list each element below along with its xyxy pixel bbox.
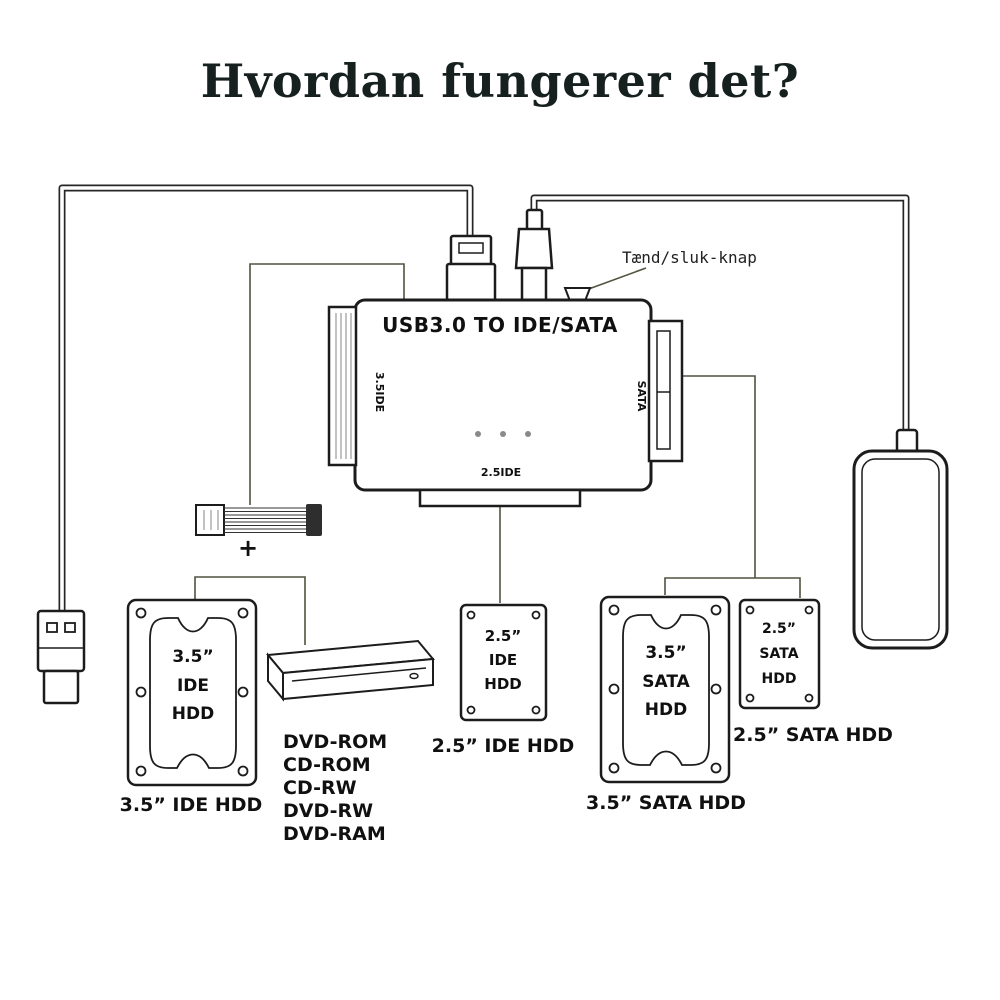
hdd-35-ide-labels: 3.5” IDE HDD xyxy=(172,647,214,724)
hdd-bus-label: SATA xyxy=(759,646,798,662)
hdd-size-label: 3.5” xyxy=(172,647,213,667)
hdd-bus-label: IDE xyxy=(177,676,209,696)
adapter-port-right-label: SATA xyxy=(635,381,648,412)
adapter-port-left-label: 3.5IDE xyxy=(373,372,386,412)
power-button-label: Tænd/sluk-knap xyxy=(622,248,757,267)
disc-tray-slot xyxy=(291,667,427,682)
hdd-type-label: HDD xyxy=(762,671,797,687)
optical-type: CD-ROM xyxy=(283,754,371,776)
molex-pins xyxy=(203,510,219,530)
hdd-bus-label: IDE xyxy=(489,651,517,669)
molex-power-cable xyxy=(195,504,322,536)
hdd-type-label: HDD xyxy=(172,704,214,724)
sata-connection-line xyxy=(664,375,801,598)
usb-cable xyxy=(58,184,474,615)
hdd-size-label: 2.5” xyxy=(485,627,521,645)
hdd-size-label: 2.5” xyxy=(762,621,796,637)
hdd-type-label: HDD xyxy=(645,700,687,720)
hdd-25-sata: 2.5” SATA HDD xyxy=(738,598,821,710)
sata-port xyxy=(647,319,684,463)
usb-male-connector xyxy=(445,234,497,304)
ide25-port xyxy=(418,488,582,508)
hdd-35-body xyxy=(126,598,258,787)
adapter-label: USB3.0 TO IDE/SATA xyxy=(382,313,618,337)
power-adapter-brick xyxy=(852,428,949,650)
hdd-type-label: HDD xyxy=(484,675,521,693)
optical-type: DVD-RW xyxy=(283,800,373,822)
indicator-dots xyxy=(475,431,531,437)
molex-cable-stripes xyxy=(224,507,308,533)
diagram-title: Hvordan fungerer det? xyxy=(200,54,800,108)
adapter-port-bottom-label: 2.5IDE xyxy=(481,466,521,479)
caption-sata25: 2.5” SATA HDD xyxy=(733,724,893,746)
screw-holes xyxy=(466,610,541,715)
ide-devices-bracket xyxy=(194,576,306,645)
optical-drive xyxy=(266,639,435,702)
optical-type: CD-RW xyxy=(283,777,357,799)
caption-sata35: 3.5” SATA HDD xyxy=(586,792,746,814)
screw-holes xyxy=(135,607,249,777)
eject-button xyxy=(409,672,419,680)
plus-sign: + xyxy=(238,534,258,562)
caption-ide35: 3.5” IDE HDD xyxy=(120,794,263,816)
optical-type: DVD-ROM xyxy=(283,731,387,753)
power-cable xyxy=(530,194,910,434)
ide-port xyxy=(327,305,358,467)
hdd-35-sata-labels: 3.5” SATA HDD xyxy=(642,643,690,720)
molex-cable-end xyxy=(306,504,322,536)
power-button-leader-line xyxy=(585,267,647,291)
dc-power-plug xyxy=(514,208,554,304)
caption-ide25: 2.5” IDE HDD xyxy=(432,735,575,757)
hdd-bus-label: SATA xyxy=(642,672,690,692)
screw-holes xyxy=(745,605,814,703)
optical-type: DVD-RAM xyxy=(283,823,386,845)
ide-connection-line xyxy=(249,263,405,505)
hdd-25-ide: 2.5” IDE HDD xyxy=(459,603,548,722)
usb-adapter: USB3.0 TO IDE/SATA 3.5IDE SATA 2.5IDE xyxy=(327,208,684,508)
hdd-size-label: 3.5” xyxy=(645,643,686,663)
usb-a-plug xyxy=(36,609,86,705)
optical-drive-types: DVD-ROM CD-ROM CD-RW DVD-RW DVD-RAM xyxy=(283,731,387,845)
